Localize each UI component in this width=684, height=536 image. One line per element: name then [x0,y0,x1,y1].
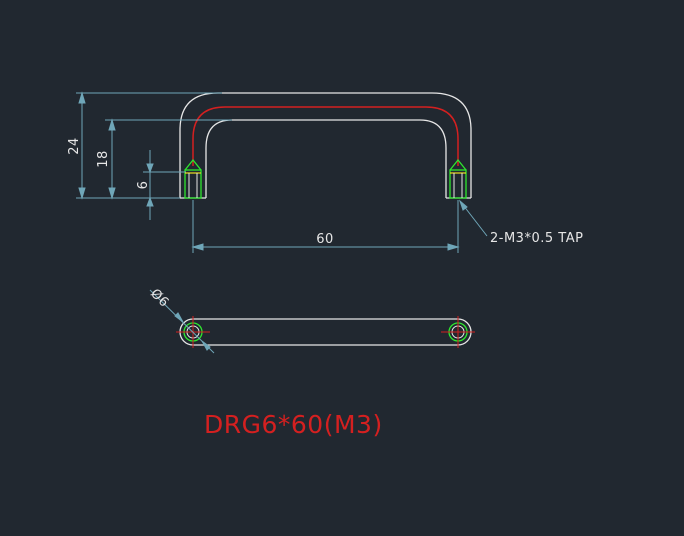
dimension-height-inner [105,118,232,200]
handle-centerline [192,106,459,166]
handle-top-view [176,316,475,348]
tap-leader [458,199,488,237]
dimension-diameter [149,289,215,354]
dim-label-24: 24 [67,137,82,155]
handle-outer-outline [179,92,472,198]
left-threaded-hole [184,158,202,199]
dim-label-60: 60 [316,232,334,247]
dia-arrow-top [174,312,184,323]
top-view-right-hole [441,316,475,348]
top-view-outline [179,318,472,346]
handle-inner-outline [205,119,447,198]
tap-note: 2-M3*0.5 TAP [490,231,583,246]
dim18-arrow-bottom [108,187,116,200]
dim60-arrow-left [191,243,204,251]
dia-arrow-bottom [201,340,211,351]
dim6-arrow-top [146,163,154,174]
dim60-arrow-right [447,243,460,251]
left-thread-body [184,169,202,199]
dim18-arrow-top [108,118,116,131]
dim24-arrow-top [78,91,86,104]
drawing-title: DRG6*60(M3) [204,410,383,439]
dim24-arrow-bottom [78,187,86,200]
dim-label-6: 6 [136,181,151,190]
dimension-thread-depth [143,150,186,220]
right-drill-point [449,158,467,171]
dimension-span [191,200,460,253]
dim-label-18: 18 [96,150,111,168]
right-thread-body [449,169,467,199]
left-drill-point [184,158,202,171]
dim6-arrow-bottom [146,196,154,207]
tap-leader-arrow [458,199,468,211]
handle-front-view [179,92,472,199]
right-threaded-hole [449,158,467,199]
dimension-height-total [76,91,222,200]
